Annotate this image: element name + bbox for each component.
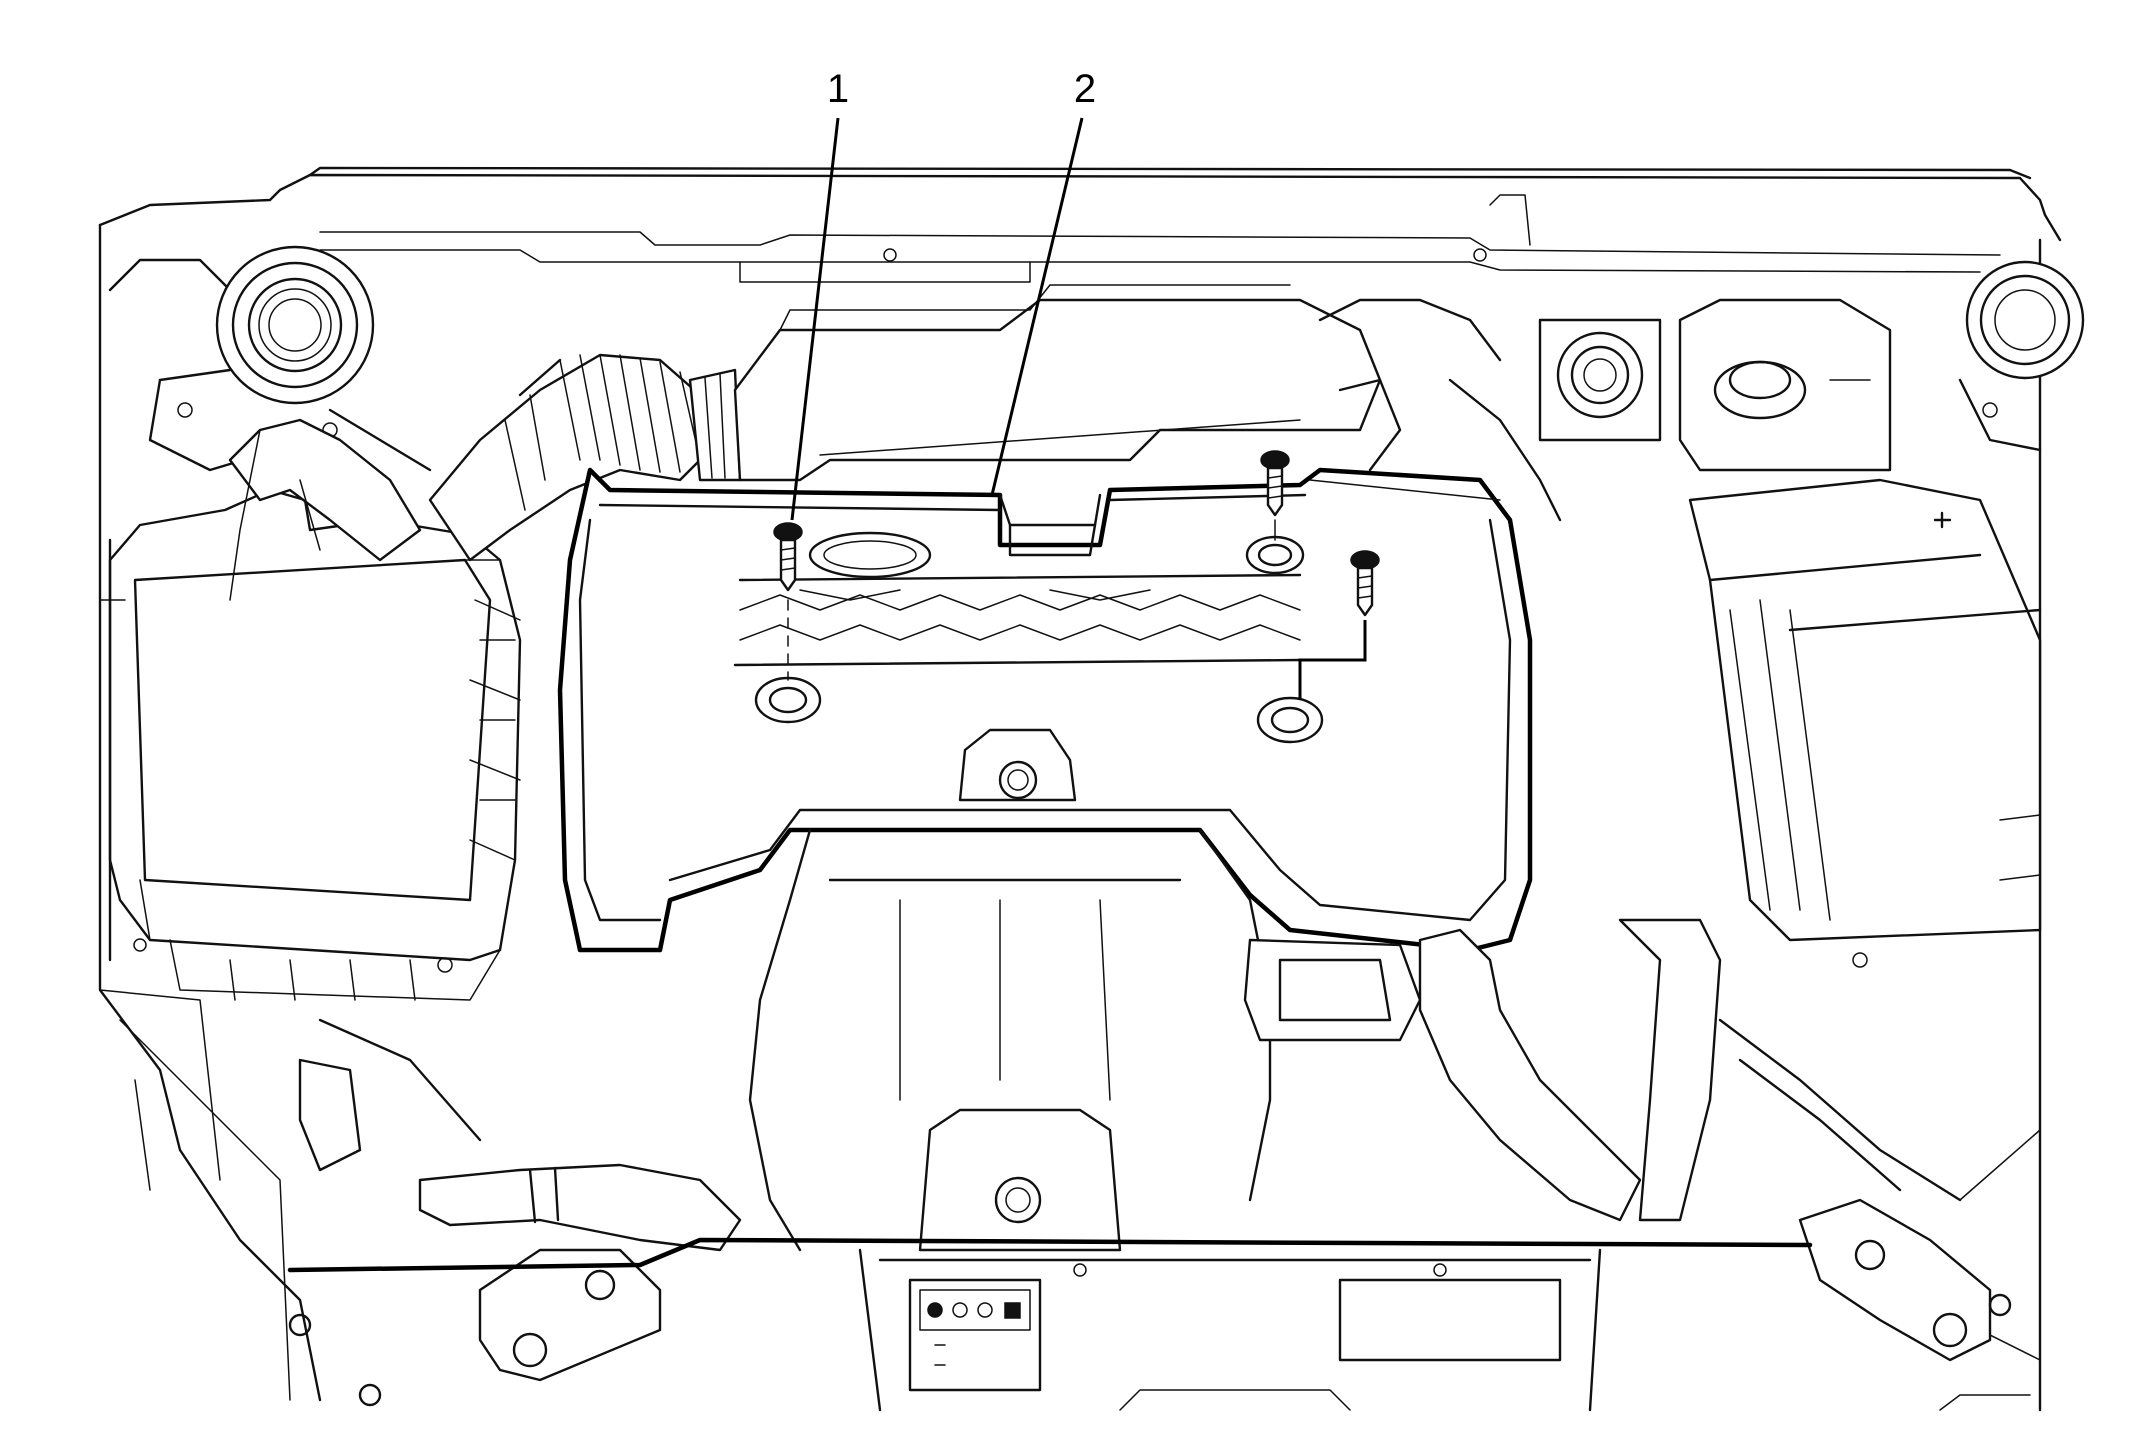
lower-engine <box>748 828 1272 1252</box>
battery <box>1688 478 2042 968</box>
engine-cover-fasteners <box>773 450 1380 700</box>
coolant-reservoir <box>1678 298 1892 472</box>
fastener-right <box>1298 550 1380 700</box>
left-hoses <box>228 358 562 601</box>
radiator-support <box>287 1237 2031 1412</box>
right-strut-mount <box>1958 260 2085 452</box>
callout-2-label: 2 <box>1074 67 1096 111</box>
front-right-bracket <box>1798 1198 1992 1362</box>
fastener-left <box>773 522 803 681</box>
brake-fluid-reservoir <box>1538 318 1662 442</box>
callout-1-leader <box>790 117 840 521</box>
front-left-bracket <box>478 1248 662 1382</box>
callout-1-label: 1 <box>827 67 849 111</box>
air-cleaner-housing <box>99 488 522 1001</box>
air-intake-duct <box>428 284 1402 562</box>
engine-cover <box>557 467 1533 953</box>
left-strut-mount <box>148 245 375 472</box>
right-hoses <box>1243 298 1962 1222</box>
fastener-center <box>1260 450 1290 541</box>
cowl-panel <box>98 166 2062 283</box>
callout-leaders <box>790 117 1084 521</box>
radiator-hose-left <box>298 1018 742 1252</box>
left-fender <box>98 223 322 1402</box>
callout-2-leader <box>990 117 1084 496</box>
